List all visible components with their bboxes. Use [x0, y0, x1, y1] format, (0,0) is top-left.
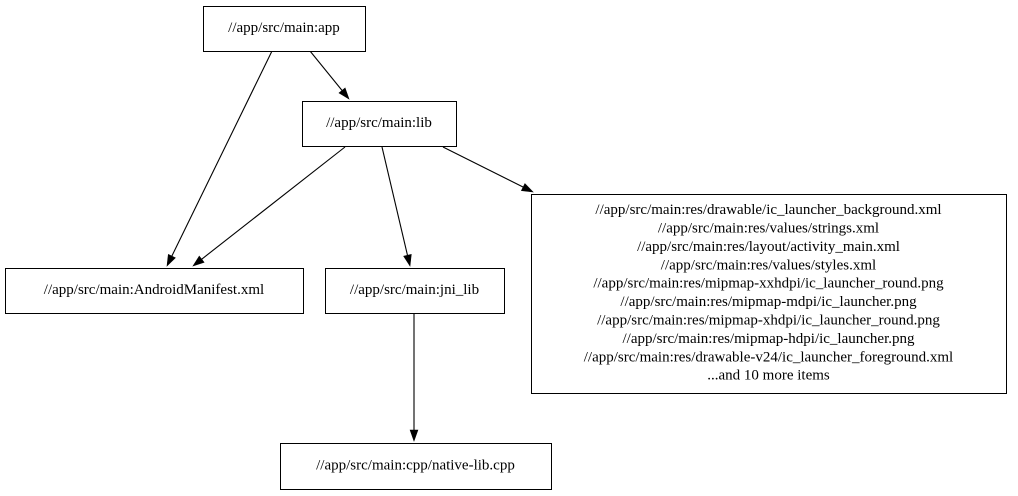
graph-edge-app-to-manifest [166, 50, 273, 267]
node-label: //app/src/main:jni_lib [350, 282, 479, 298]
node-label: //app/src/main:app [228, 20, 340, 36]
graph-node-manifest[interactable]: //app/src/main:AndroidManifest.xml [5, 268, 304, 314]
node-label-line: //app/src/main:res/mipmap-xhdpi/ic_launc… [597, 313, 940, 329]
graph-edges-layer [166, 50, 534, 442]
graph-edge-lib-to-jni_lib [381, 146, 412, 267]
graph-node-native_lib[interactable]: //app/src/main:cpp/native-lib.cpp [280, 443, 552, 490]
graph-edge-app-to-lib [309, 50, 350, 100]
node-label-line: ...and 10 more items [707, 368, 830, 384]
node-label-line: //app/src/main:res/mipmap-mdpi/ic_launch… [620, 294, 917, 310]
node-label-line: //app/src/main:res/mipmap-hdpi/ic_launch… [622, 331, 915, 347]
graph-edge-jni_lib-to-native_lib [409, 314, 419, 442]
graph-node-app[interactable]: //app/src/main:app [203, 6, 366, 52]
graph-edge-lib-to-res_cluster [442, 146, 534, 193]
node-label-line: //app/src/main:res/drawable-v24/ic_launc… [584, 349, 953, 365]
node-label-line: //app/src/main:res/mipmap-xxhdpi/ic_laun… [593, 276, 944, 292]
node-label-line: //app/src/main:res/values/strings.xml [658, 221, 879, 237]
graph-nodes-layer: //app/src/main:app //app/src/main:lib //ap… [5, 6, 1007, 490]
graph-node-lib[interactable]: //app/src/main:lib [302, 101, 457, 147]
node-label: //app/src/main:lib [326, 115, 432, 131]
node-label: //app/src/main:cpp/native-lib.cpp [316, 457, 515, 473]
node-label: //app/src/main:AndroidManifest.xml [44, 282, 264, 298]
graph-edge-lib-to-manifest [192, 146, 346, 267]
node-label-line: //app/src/main:res/values/styles.xml [661, 257, 876, 273]
graph-node-res_cluster[interactable]: //app/src/main:res/drawable/ic_launcher_… [531, 194, 1007, 394]
node-label-line: //app/src/main:res/drawable/ic_launcher_… [595, 202, 941, 218]
graph-node-jni_lib[interactable]: //app/src/main:jni_lib [325, 268, 505, 314]
node-label-line: //app/src/main:res/layout/activity_main.… [637, 239, 900, 255]
